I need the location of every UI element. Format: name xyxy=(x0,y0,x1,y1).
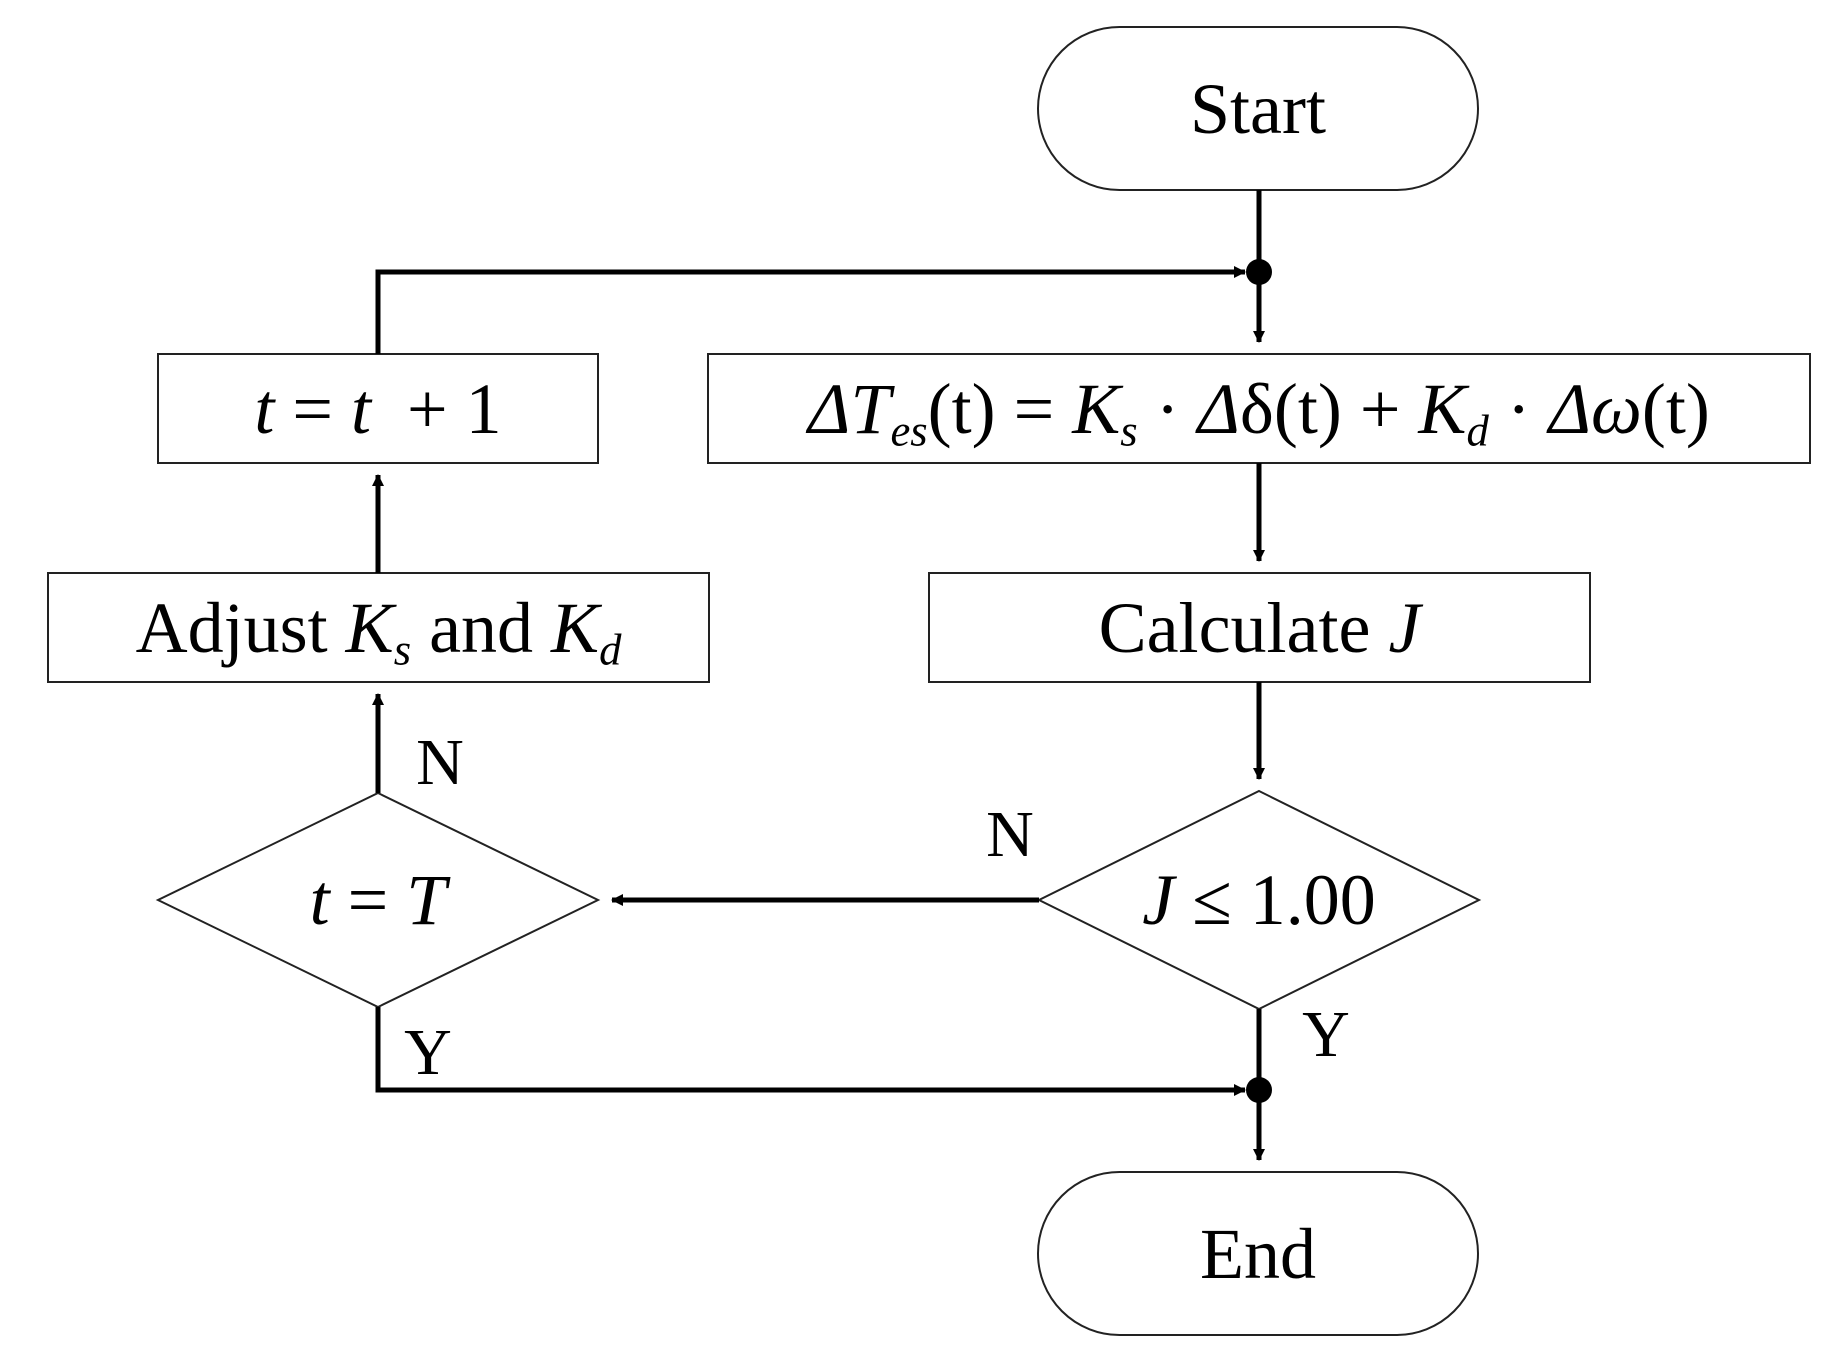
branch-label-t-no: N xyxy=(416,726,464,799)
adjust-box xyxy=(47,572,710,683)
branch-label-j-no: N xyxy=(986,798,1034,871)
arrow-decision-t-yes-to-end-junction xyxy=(375,1007,1246,1096)
junction-dot-top xyxy=(1246,259,1272,285)
branch-label-j-yes: Y xyxy=(1302,998,1350,1071)
formula-label: ΔTes(t) = Ks · Δδ(t) + Kd · Δω(t) xyxy=(808,368,1710,455)
decision-t-label: t = T xyxy=(309,860,447,940)
end-label: End xyxy=(1200,1213,1316,1294)
decision-j-label: J ≤ 1.00 xyxy=(1142,860,1376,940)
increment-label: t = t + 1 xyxy=(254,368,502,449)
formula-box xyxy=(707,353,1811,464)
end-terminal xyxy=(1037,1171,1479,1336)
adjust-label: Adjust Ks and Kd xyxy=(135,587,622,674)
calculate-box xyxy=(928,572,1591,683)
junction-dot-bottom xyxy=(1246,1077,1272,1103)
start-label: Start xyxy=(1190,68,1326,149)
arrow-increment-loop-back xyxy=(375,266,1246,354)
branch-label-t-yes: Y xyxy=(404,1016,452,1089)
calculate-label: Calculate J xyxy=(1098,587,1421,668)
